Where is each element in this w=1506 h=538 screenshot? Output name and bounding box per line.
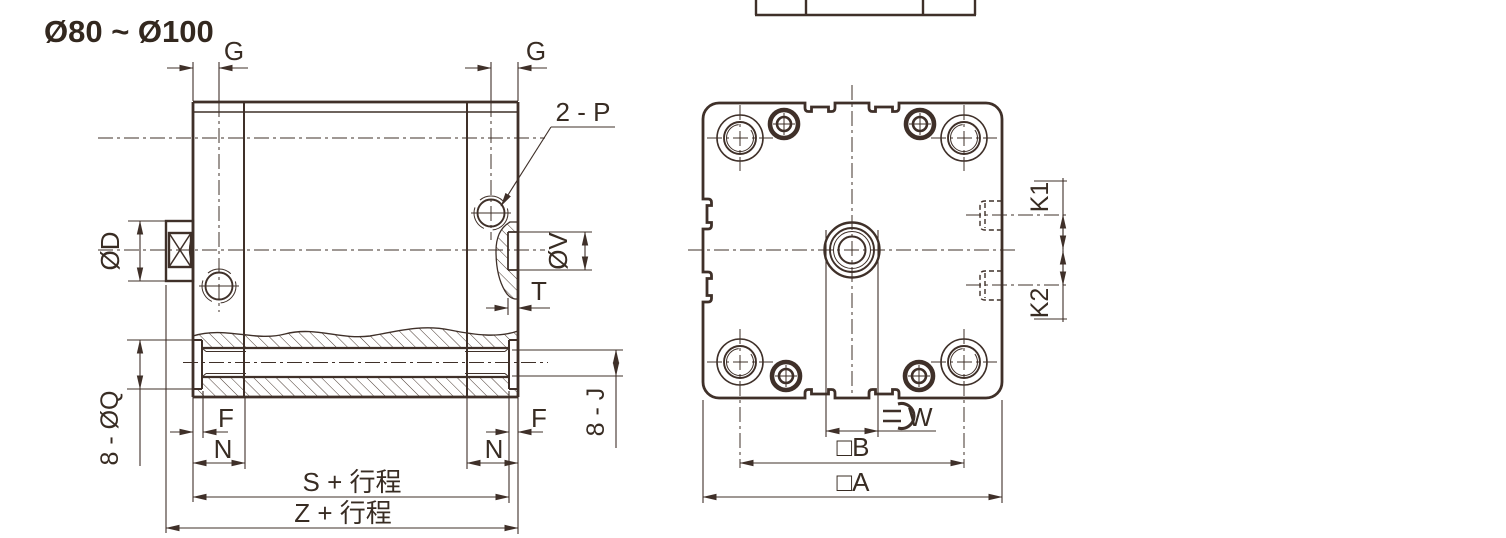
partial-table-bottom-edge	[754, 0, 977, 17]
dim-label-f-right: F	[531, 403, 547, 433]
dim-label-k1: K1	[1026, 182, 1054, 213]
dim-label-n-left: N	[214, 434, 233, 464]
centerlines-front-view	[688, 85, 1067, 468]
dim-label-k2: K2	[1026, 288, 1054, 319]
dim-label-ov: ØV	[543, 232, 573, 270]
recess-dimensions	[486, 231, 592, 315]
wrench-icon	[883, 402, 916, 430]
dim-label-s-stroke: S + 行程	[303, 467, 402, 497]
front-body-outline	[701, 101, 1004, 400]
front-view-dimensions	[702, 178, 1067, 503]
side-view-dimensions	[127, 62, 623, 534]
dim-label-square-a: □A	[836, 467, 870, 497]
rod-bore	[193, 339, 518, 390]
dim-label-g-left: G	[224, 36, 244, 66]
dim-label-g-right: G	[526, 36, 546, 66]
dim-label-2p: 2 - P	[556, 97, 611, 127]
page-title: Ø80 ~ Ø100	[44, 14, 214, 49]
dim-label-8j: 8 - J	[582, 388, 610, 437]
dim-label-z-stroke: Z + 行程	[294, 498, 392, 528]
side-section-view: G G 2 - P ØD ØV T 8 - ØQ 8 - J F F N N S…	[95, 36, 623, 534]
dim-label-f-left: F	[218, 403, 234, 433]
port-boss	[164, 219, 195, 283]
plug-screws	[767, 107, 937, 393]
dim-label-w: W	[908, 402, 933, 432]
front-end-view: W □B □A K1 K2	[688, 85, 1067, 503]
plug-screw-top-right	[903, 107, 937, 141]
plug-screw-bottom-left	[769, 359, 803, 393]
plug-screw-top-left	[767, 107, 801, 141]
dim-label-t: T	[531, 276, 547, 306]
dim-label-square-b: □B	[836, 432, 869, 462]
dim-label-od: ØD	[95, 232, 125, 271]
dim-label-8oq: 8 - ØQ	[96, 390, 124, 465]
centerlines-side-view	[98, 102, 548, 363]
plug-screw-bottom-right	[902, 359, 936, 393]
dim-label-n-right: N	[485, 434, 504, 464]
